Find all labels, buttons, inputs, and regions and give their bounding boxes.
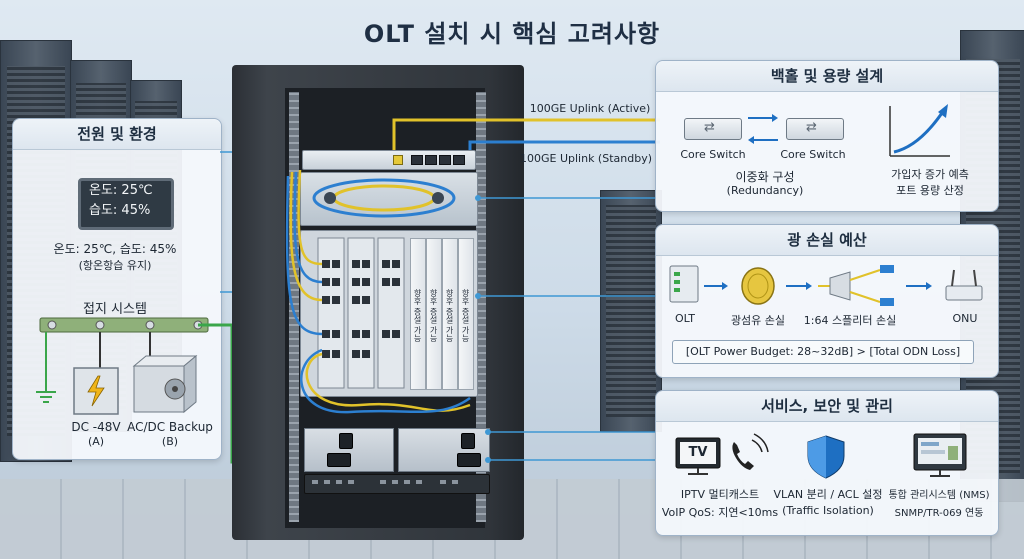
power-switch[interactable] bbox=[461, 433, 475, 449]
backhaul-heading: 백홀 및 용량 설계 bbox=[656, 61, 998, 92]
patch-port bbox=[425, 155, 437, 165]
onu-icon bbox=[945, 285, 983, 301]
expansion-slot-card: 향후 증설 가능 bbox=[442, 238, 458, 390]
dc-label: DC -48V bbox=[71, 420, 121, 434]
uplink-standby-label: 100GE Uplink (Standby) bbox=[519, 152, 653, 165]
power-switch[interactable] bbox=[339, 433, 353, 449]
patch-cable bbox=[293, 171, 323, 284]
connector-icon bbox=[880, 265, 894, 273]
rack-rail-left bbox=[289, 92, 299, 522]
expansion-slot-label: 향후 증설 가능 bbox=[461, 289, 470, 343]
tv-icon-text: TV bbox=[688, 445, 708, 460]
connector-icon bbox=[880, 298, 894, 306]
redundancy-arrow-icon bbox=[772, 114, 778, 122]
lcd-humidity: 습도: 45% bbox=[89, 203, 151, 218]
expansion-slot-label: 향후 증설 가능 bbox=[429, 289, 438, 343]
lcd-temperature: 온도: 25℃ bbox=[89, 183, 153, 198]
expansion-slot-card: 향후 증설 가능 bbox=[426, 238, 442, 390]
tray-spool bbox=[432, 192, 444, 204]
patch-port bbox=[411, 155, 423, 165]
lightning-icon bbox=[87, 375, 105, 407]
grounding-label: 접지 시스템 bbox=[83, 302, 147, 317]
redundancy-en-label: (Redundancy) bbox=[726, 184, 804, 197]
uplink-cable-standby bbox=[468, 140, 660, 150]
growth-arrow-icon bbox=[938, 104, 948, 118]
arrow-icon bbox=[722, 282, 728, 290]
optical-loss-heading: 광 손실 예산 bbox=[656, 225, 998, 256]
power-environment-heading: 전원 및 환경 bbox=[13, 119, 221, 150]
redundancy-arrow-icon bbox=[748, 136, 754, 144]
pointer-dot bbox=[485, 457, 491, 463]
expansion-slot-card: 향후 증설 가능 bbox=[458, 238, 474, 390]
expansion-slot-label: 향후 증설 가능 bbox=[413, 289, 422, 343]
patch-cable bbox=[297, 169, 323, 266]
arrow-icon bbox=[926, 282, 932, 290]
nms-label: 통합 관리시스템 (NMS) bbox=[888, 490, 990, 501]
acdc-label: AC/DC Backup bbox=[127, 420, 213, 434]
splitter-loss-label: 1:64 스플리터 손실 bbox=[803, 314, 897, 327]
fiber-spool-icon bbox=[741, 267, 775, 305]
environment-text: 온도: 25℃, 습도: 45% bbox=[53, 242, 177, 256]
snmp-label: SNMP/TR-069 연동 bbox=[894, 508, 984, 519]
antenna-icon bbox=[951, 269, 955, 287]
ground-bolt bbox=[95, 320, 105, 330]
power-supply-unit-b bbox=[398, 428, 490, 472]
patch-port bbox=[439, 155, 451, 165]
vlan-sub-label: (Traffic Isolation) bbox=[782, 504, 874, 517]
power-budget-box: [OLT Power Budget: 28~32dB] > [Total ODN… bbox=[672, 340, 974, 364]
patch-port bbox=[453, 155, 465, 165]
tray-spool bbox=[324, 192, 336, 204]
patch-cable bbox=[285, 175, 323, 336]
acdc-sub: (B) bbox=[161, 435, 179, 448]
patch-cable bbox=[300, 348, 471, 414]
growth-label-2: 포트 용량 산정 bbox=[896, 184, 964, 197]
redundancy-label: 이중화 구성 bbox=[735, 170, 795, 184]
power-supply-unit-a bbox=[304, 428, 394, 472]
acdc-box-side bbox=[183, 354, 197, 414]
phone-icon bbox=[732, 442, 754, 470]
uplink-cable-active bbox=[392, 118, 660, 150]
arrow-icon bbox=[806, 282, 812, 290]
rack-rail-right bbox=[476, 92, 486, 522]
fiber-loss-label: 광섬유 손실 bbox=[730, 314, 786, 327]
growth-label-1: 가입자 증가 예측 bbox=[891, 168, 969, 181]
expansion-slot-label: 향후 증설 가능 bbox=[445, 289, 454, 343]
uplink-port-active[interactable] bbox=[393, 155, 403, 165]
pointer-dot bbox=[485, 429, 491, 435]
core-switch-icon bbox=[684, 118, 742, 140]
uplink-patch-panel bbox=[302, 150, 476, 170]
service-heading: 서비스, 보안 및 관리 bbox=[656, 391, 998, 422]
power-socket bbox=[457, 453, 481, 467]
core-switch-label-2: Core Switch bbox=[780, 148, 846, 161]
vlan-label: VLAN 분리 / ACL 설정 bbox=[773, 488, 883, 501]
power-socket bbox=[327, 453, 351, 467]
iptv-label: IPTV 멀티캐스트 bbox=[680, 488, 760, 501]
pointer-dot bbox=[475, 195, 481, 201]
olt-label: OLT bbox=[675, 312, 695, 325]
uplink-active-label: 100GE Uplink (Active) bbox=[529, 102, 651, 115]
ground-bolt bbox=[47, 320, 57, 330]
temperature-humidity-display: 온도: 25℃ 습도: 45% bbox=[78, 178, 174, 230]
pointer-dot bbox=[475, 293, 481, 299]
antenna-icon bbox=[973, 269, 977, 287]
patch-cable bbox=[289, 171, 323, 302]
dc-sub: (A) bbox=[87, 435, 105, 448]
onu-label: ONU bbox=[952, 312, 978, 325]
ground-bolt bbox=[145, 320, 155, 330]
expansion-slot-card: 향후 증설 가능 bbox=[410, 238, 426, 390]
core-switch-icon bbox=[786, 118, 844, 140]
core-switch-label-1: Core Switch bbox=[680, 148, 746, 161]
voip-label: VoIP QoS: 지연<10ms bbox=[661, 506, 779, 519]
splitter-icon bbox=[829, 271, 851, 301]
environment-note: (항온항습 유지) bbox=[78, 259, 152, 272]
fan-hub bbox=[172, 386, 178, 392]
growth-curve-icon bbox=[893, 109, 946, 154]
fiber-coil bbox=[312, 178, 456, 218]
page-title: OLT 설치 시 핵심 고려사항 bbox=[363, 20, 661, 48]
